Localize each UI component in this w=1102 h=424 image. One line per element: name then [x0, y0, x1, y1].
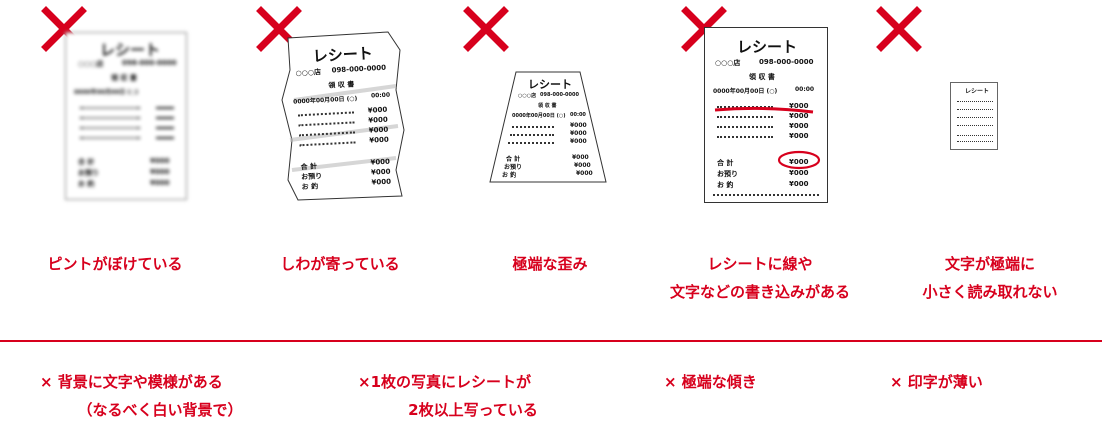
- section-divider: [0, 340, 1102, 342]
- handwritten-marks: [714, 106, 821, 170]
- bottom-item-faint: × 印字が薄い: [890, 373, 983, 391]
- bottom-item-multiple: ×1枚の写真にレシートが 2枚以上写っている: [358, 373, 538, 419]
- receipt-with-marks: レシート ○○○店 098-000-0000 領 収 書 0000年00月00日…: [704, 27, 828, 203]
- receipt-wrinkled: レシート ○○○店 098-000-0000 領 収 書 0000年00月00日…: [293, 44, 392, 192]
- example-label-wrinkled: しわが寄っている: [280, 255, 400, 273]
- cross-mark-icon: [876, 6, 922, 52]
- receipt-blurry: レシート ○○○店 098-000-0000 領 収 書 0000年00月00日…: [65, 32, 187, 200]
- example-label-marked: レシートに線や 文字などの書き込みがある: [669, 255, 850, 301]
- receipt-distorted: レシート ○○○店 098-000-0000 領 収 書 0000年00月00日…: [502, 78, 593, 179]
- bottom-item-tilt: × 極端な傾き: [664, 373, 757, 391]
- receipt-wrinkled-shape: [281, 31, 405, 201]
- bottom-item-background: × 背景に文字や模様がある （なるべく白い背景で）: [40, 373, 243, 419]
- example-label-distorted: 極端な歪み: [512, 255, 588, 273]
- example-label-blurry: ピントがぼけている: [47, 255, 183, 273]
- example-label-tiny: 文字が極端に 小さく読み取れない: [922, 255, 1058, 301]
- receipt-tiny: レシート: [950, 82, 998, 150]
- cross-mark-icon: [463, 6, 509, 52]
